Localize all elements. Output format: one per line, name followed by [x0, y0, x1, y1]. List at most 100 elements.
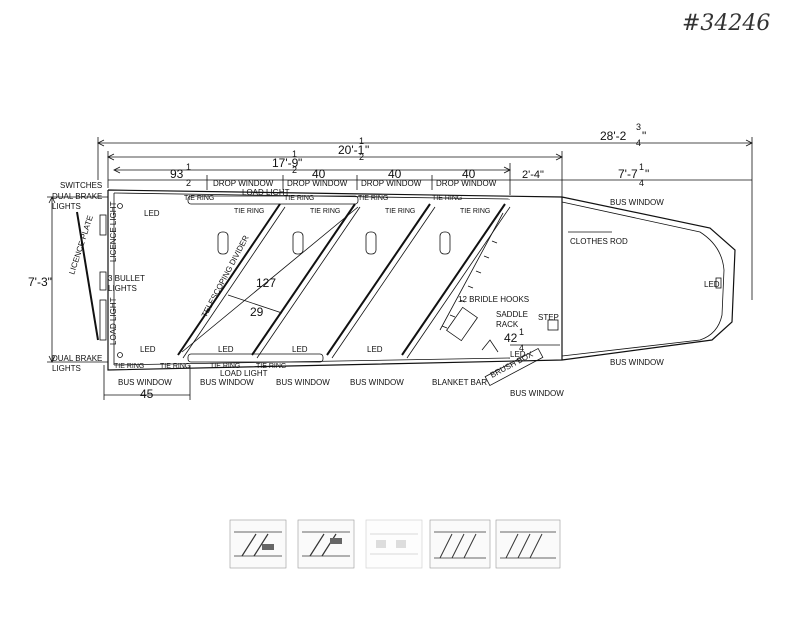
svg-text:DROP WINDOW: DROP WINDOW	[213, 179, 274, 188]
telescoping-divider-label: TELESCOPING DIVIDER	[200, 234, 251, 319]
svg-text:TIE RING: TIE RING	[114, 363, 144, 370]
stall-3-width: 40	[388, 167, 402, 181]
svg-text:BUS WINDOW: BUS WINDOW	[610, 198, 664, 207]
licence-light-label: LICENCE LIGHT	[109, 201, 118, 262]
svg-text:BLANKET BAR: BLANKET BAR	[432, 378, 487, 387]
tack-area	[439, 212, 722, 387]
svg-text:TIE RING: TIE RING	[310, 208, 340, 215]
trailer-width: 7'-3"	[28, 275, 52, 289]
svg-text:LED: LED	[144, 209, 160, 218]
thumbnail-4[interactable]	[429, 519, 491, 569]
svg-text:DROP WINDOW: DROP WINDOW	[287, 179, 348, 188]
svg-text:BUS WINDOW: BUS WINDOW	[510, 389, 564, 398]
diagonal-short: 29	[250, 305, 264, 319]
svg-text:1: 1	[359, 136, 364, 146]
svg-text:STEP: STEP	[538, 313, 559, 322]
switches-label: SWITCHES	[60, 181, 102, 190]
svg-text:CLOTHES ROD: CLOTHES ROD	[570, 237, 628, 246]
divider-1	[177, 203, 286, 359]
svg-text:LED: LED	[367, 345, 383, 354]
divider-2	[251, 203, 361, 359]
thumbnail-1[interactable]	[229, 519, 287, 569]
thumbnail-2[interactable]	[297, 519, 355, 569]
svg-text:TIE RING: TIE RING	[256, 363, 286, 370]
dimension-arrows	[48, 139, 753, 363]
interior-labels: TELESCOPING DIVIDER 12 BRIDLE HOOKS SADD…	[200, 198, 720, 367]
svg-text:4: 4	[639, 178, 644, 188]
nose-length: 7'-7	[618, 167, 638, 181]
svg-text:TIE RING: TIE RING	[460, 208, 490, 215]
svg-text:TIE RING: TIE RING	[184, 195, 214, 202]
svg-text:2: 2	[186, 178, 191, 188]
svg-text:BUS WINDOW: BUS WINDOW	[200, 378, 254, 387]
svg-text:4: 4	[636, 138, 641, 148]
overall-length: 28'-2	[600, 129, 627, 143]
svg-text:1: 1	[292, 149, 297, 159]
tack-depth: 42	[504, 331, 518, 345]
divider-3	[326, 203, 436, 359]
svg-text:TIE RING: TIE RING	[210, 363, 240, 370]
thumbnail-5[interactable]	[495, 519, 561, 569]
svg-text:LOAD LIGHT: LOAD LIGHT	[220, 369, 268, 378]
svg-text:TIE RING: TIE RING	[160, 363, 190, 370]
svg-text:BUS WINDOW: BUS WINDOW	[118, 378, 172, 387]
svg-text:12 BRIDLE HOOKS: 12 BRIDLE HOOKS	[458, 295, 529, 304]
svg-text:3: 3	[636, 122, 641, 132]
stall-4-width: 40	[462, 167, 476, 181]
svg-text:BUS WINDOW: BUS WINDOW	[610, 358, 664, 367]
svg-text:2: 2	[292, 165, 297, 175]
stall-2-width: 40	[312, 167, 326, 181]
svg-text:": "	[645, 167, 649, 181]
svg-text:1: 1	[519, 327, 524, 337]
divider-4	[401, 203, 511, 359]
svg-text:": "	[298, 156, 302, 170]
svg-text:BUS WINDOW: BUS WINDOW	[350, 378, 404, 387]
stall-length: 17'-9	[272, 156, 299, 170]
top-labels: DROP WINDOW DROP WINDOW DROP WINDOW DROP…	[144, 179, 497, 218]
svg-text:LED: LED	[510, 350, 526, 359]
svg-text:LOAD LIGHT: LOAD LIGHT	[242, 188, 290, 197]
svg-text:1: 1	[186, 162, 191, 172]
drop-windows	[217, 231, 451, 255]
tack-gap: 2'-4"	[522, 169, 544, 181]
svg-text:LED: LED	[140, 345, 156, 354]
thumbnail-3[interactable]	[365, 519, 423, 569]
svg-text:3 BULLET: 3 BULLET	[108, 274, 145, 283]
svg-text:DROP WINDOW: DROP WINDOW	[436, 179, 497, 188]
svg-text:SADDLE: SADDLE	[496, 310, 528, 319]
rear-labels: SWITCHES DUAL BRAKE LIGHTS DUAL BRAKE LI…	[52, 181, 145, 373]
svg-text:DROP WINDOW: DROP WINDOW	[361, 179, 422, 188]
bottom-labels: LED LED LED LED LED TIE RING TIE RING TI…	[114, 345, 564, 398]
svg-text:LIGHTS: LIGHTS	[108, 284, 137, 293]
svg-text:TIE RING: TIE RING	[432, 195, 462, 202]
svg-text:": "	[365, 143, 369, 157]
load-light-bars	[187, 195, 359, 363]
svg-text:TIE RING: TIE RING	[358, 195, 388, 202]
svg-text:TIE RING: TIE RING	[284, 195, 314, 202]
stock-number: #34246	[682, 11, 770, 36]
svg-text:1: 1	[639, 162, 644, 172]
load-light-rear-label: LOAD LIGHT	[109, 297, 118, 345]
diagonal-long: 127	[256, 276, 276, 290]
svg-text:2: 2	[359, 152, 364, 162]
svg-text:LED: LED	[218, 345, 234, 354]
svg-text:RACK: RACK	[496, 320, 519, 329]
dimension-labels: 28'-2 3 4 " 20'-1 1 2 " 17'-9 1 2 " 93 1…	[28, 122, 649, 401]
box-length: 20'-1	[338, 143, 365, 157]
svg-text:LIGHTS: LIGHTS	[52, 202, 81, 211]
svg-text:DUAL BRAKE: DUAL BRAKE	[52, 192, 102, 201]
svg-text:4: 4	[519, 343, 524, 353]
rear-wall-details	[76, 203, 123, 358]
licence-plate-label: LICENCE PLATE	[67, 214, 95, 275]
svg-text:LED: LED	[292, 345, 308, 354]
svg-text:BUS WINDOW: BUS WINDOW	[276, 378, 330, 387]
dimension-lines	[47, 137, 753, 400]
svg-text:LED: LED	[704, 280, 720, 289]
svg-text:LIGHTS: LIGHTS	[52, 364, 81, 373]
svg-text:": "	[642, 129, 646, 143]
rear-bottom-dim: 45	[140, 387, 154, 401]
first-stall-width: 93	[170, 167, 184, 181]
svg-text:DUAL BRAKE: DUAL BRAKE	[52, 354, 102, 363]
thumbnail-strip	[229, 519, 561, 569]
